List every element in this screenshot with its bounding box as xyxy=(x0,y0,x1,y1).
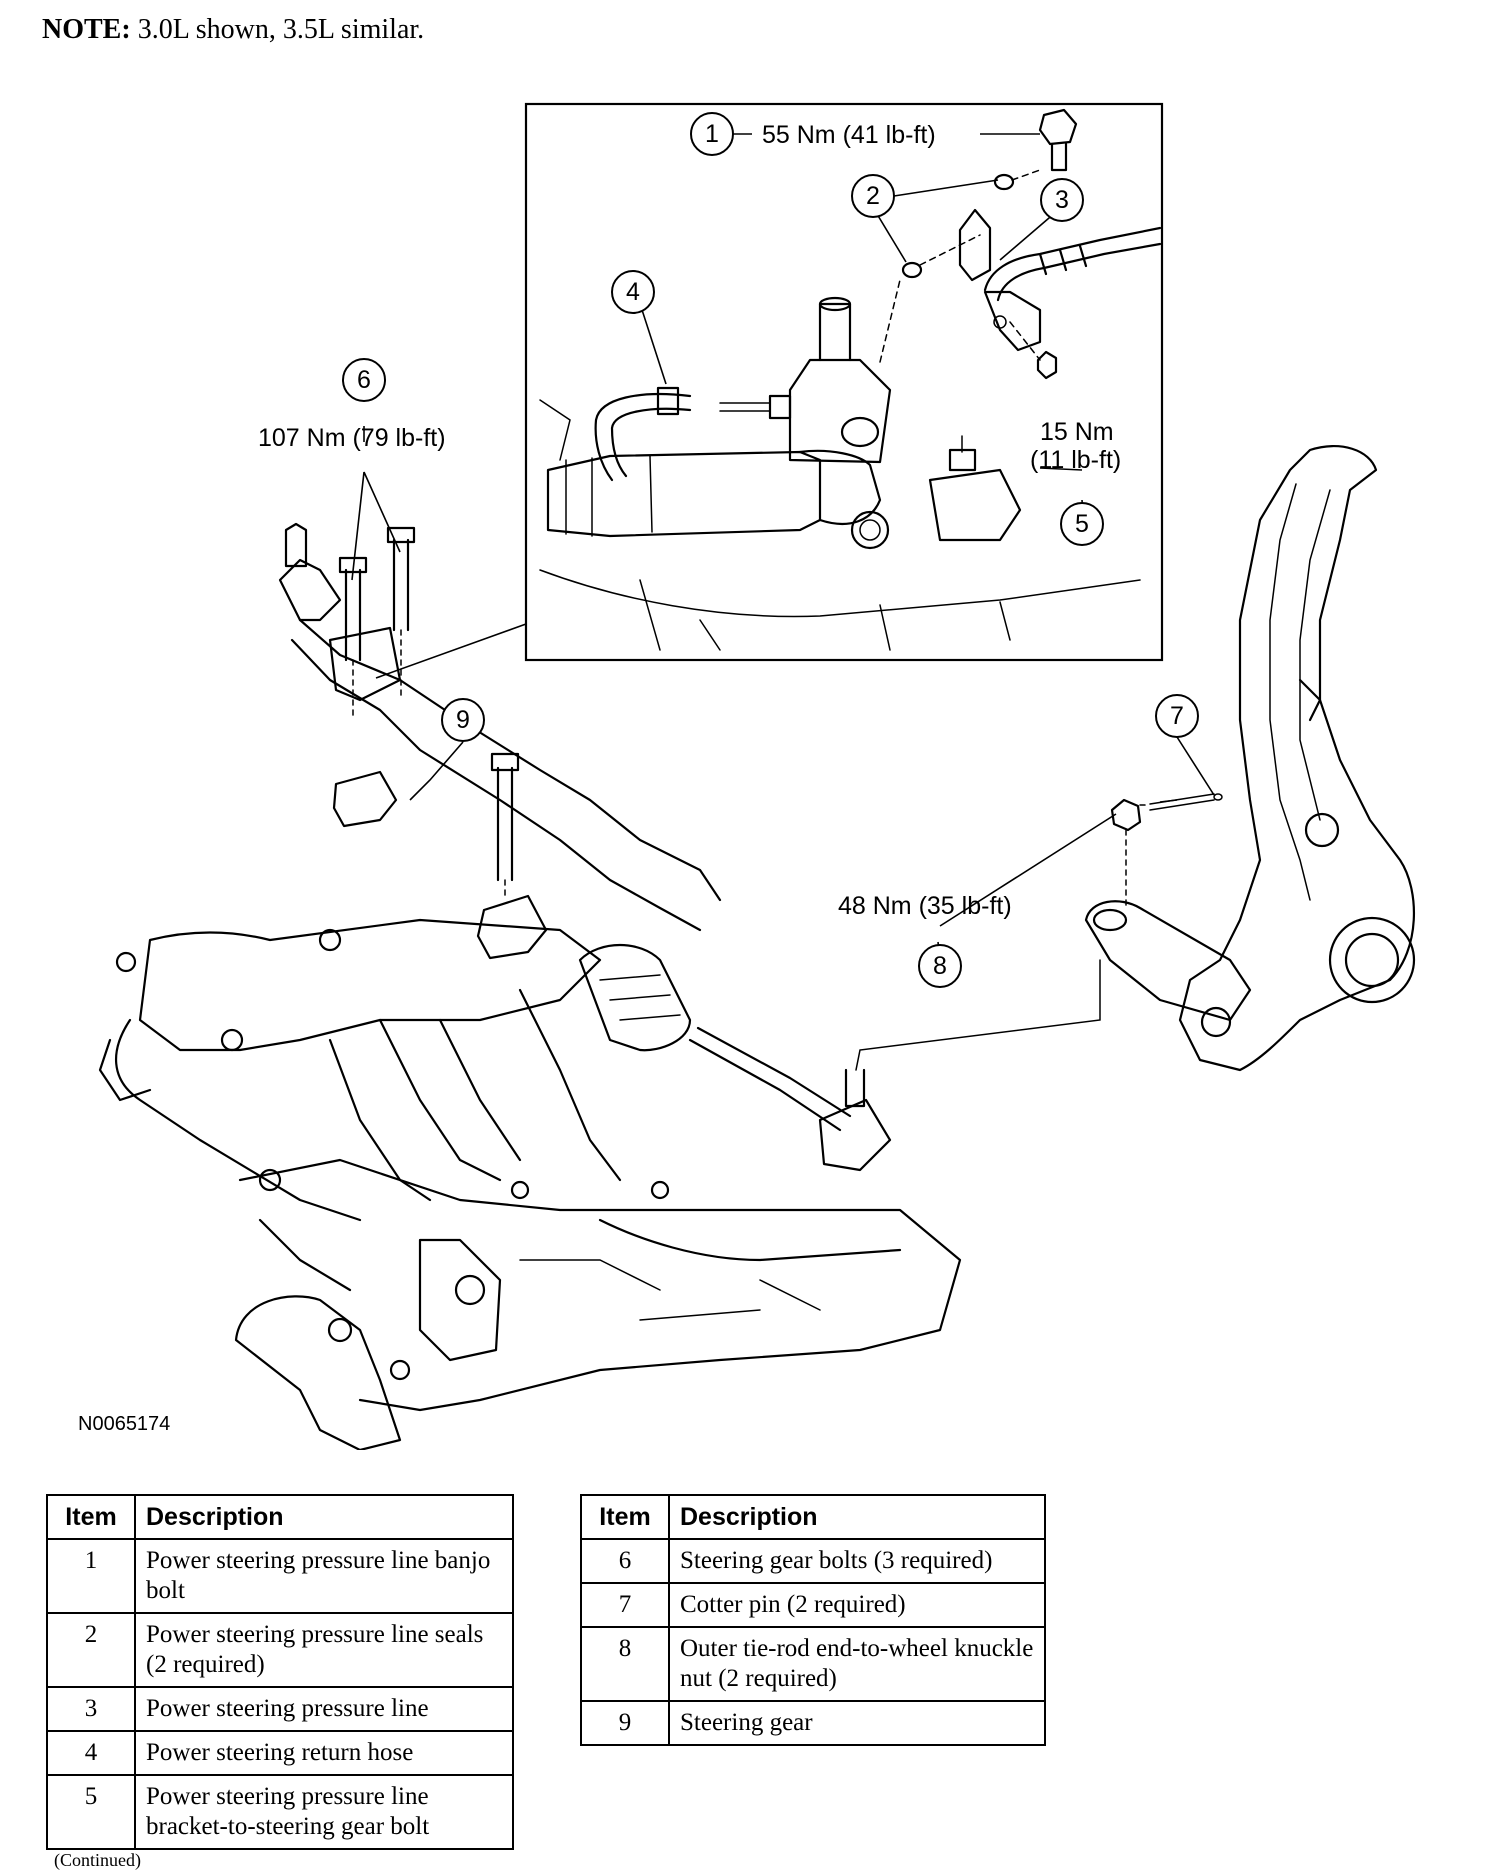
table-row: 5 Power steering pressure line bracket-t… xyxy=(46,1774,514,1850)
table-row: 3 Power steering pressure line xyxy=(46,1686,514,1732)
torque-callout-8: 48 Nm (35 lb-ft) xyxy=(838,892,1012,920)
callout-4: 4 xyxy=(611,270,655,314)
table-row: 8 Outer tie-rod end-to-wheel knuckle nut… xyxy=(580,1626,1046,1702)
callout-8: 8 xyxy=(918,944,962,988)
table-row: 7 Cotter pin (2 required) xyxy=(580,1582,1046,1628)
continued-note: (Continued) xyxy=(54,1850,141,1870)
item-number: 7 xyxy=(580,1582,670,1628)
item-number: 4 xyxy=(46,1730,136,1776)
torque-callout-5-line1: 15 Nm xyxy=(1040,418,1114,446)
item-description: Power steering pressure line banjo bolt xyxy=(134,1538,514,1614)
table-row: 9 Steering gear xyxy=(580,1700,1046,1746)
header-item: Item xyxy=(46,1494,136,1540)
item-number: 3 xyxy=(46,1686,136,1732)
item-description: Power steering pressure line seals (2 re… xyxy=(134,1612,514,1688)
callout-3-number: 3 xyxy=(1055,186,1069,214)
callout-8-number: 8 xyxy=(933,952,947,980)
callout-5: 5 xyxy=(1060,502,1104,546)
callout-2-number: 2 xyxy=(866,182,880,210)
item-description: Power steering pressure line bracket-to-… xyxy=(134,1774,514,1850)
callout-9: 9 xyxy=(441,698,485,742)
item-description: Power steering pressure line xyxy=(134,1686,514,1732)
callout-6: 6 xyxy=(342,358,386,402)
callout-7-number: 7 xyxy=(1170,702,1184,730)
item-number: 9 xyxy=(580,1700,670,1746)
item-description: Cotter pin (2 required) xyxy=(668,1582,1046,1628)
note-label: NOTE: xyxy=(42,14,131,45)
steering-gear-diagram: 1 55 Nm (41 lb-ft) 2 3 4 15 Nm (11 lb-ft… xyxy=(78,102,1416,1450)
item-description: Steering gear xyxy=(668,1700,1046,1746)
header-description: Description xyxy=(668,1494,1046,1540)
item-description: Power steering return hose xyxy=(134,1730,514,1776)
torque-callout-6: 107 Nm (79 lb-ft) xyxy=(258,424,446,452)
header-item: Item xyxy=(580,1494,670,1540)
table-row: 1 Power steering pressure line banjo bol… xyxy=(46,1538,514,1614)
torque-callout-1: 55 Nm (41 lb-ft) xyxy=(762,121,936,149)
table-row: 6 Steering gear bolts (3 required) xyxy=(580,1538,1046,1584)
main-assembly xyxy=(98,445,1416,1450)
item-table-left: Item Description 1 Power steering pressu… xyxy=(46,1494,514,1850)
item-description: Steering gear bolts (3 required) xyxy=(668,1538,1046,1584)
item-number: 8 xyxy=(580,1626,670,1702)
item-number: 2 xyxy=(46,1612,136,1688)
header-description: Description xyxy=(134,1494,514,1540)
note-text: 3.0L shown, 3.5L similar. xyxy=(130,14,425,45)
note-line: NOTE: 3.0L shown, 3.5L similar. xyxy=(42,14,424,46)
item-table-right: Item Description 6 Steering gear bolts (… xyxy=(580,1494,1046,1746)
figure-id: N0065174 xyxy=(78,1413,170,1435)
item-number: 1 xyxy=(46,1538,136,1614)
callout-2: 2 xyxy=(851,174,895,218)
callout-9-number: 9 xyxy=(456,706,470,734)
table-header-row: Item Description xyxy=(46,1494,514,1540)
table-row: 4 Power steering return hose xyxy=(46,1730,514,1776)
callout-5-number: 5 xyxy=(1075,510,1089,538)
callout-4-number: 4 xyxy=(626,278,640,306)
table-header-row: Item Description xyxy=(580,1494,1046,1540)
item-number: 6 xyxy=(580,1538,670,1584)
item-description: Outer tie-rod end-to-wheel knuckle nut (… xyxy=(668,1626,1046,1702)
callout-1: 1 xyxy=(690,112,734,156)
torque-callout-5-line2: (11 lb-ft) xyxy=(1030,446,1121,474)
callout-6-number: 6 xyxy=(357,366,371,394)
callout-3: 3 xyxy=(1040,178,1084,222)
callout-1-number: 1 xyxy=(705,120,719,148)
callout-7: 7 xyxy=(1155,694,1199,738)
item-number: 5 xyxy=(46,1774,136,1850)
table-row: 2 Power steering pressure line seals (2 … xyxy=(46,1612,514,1688)
